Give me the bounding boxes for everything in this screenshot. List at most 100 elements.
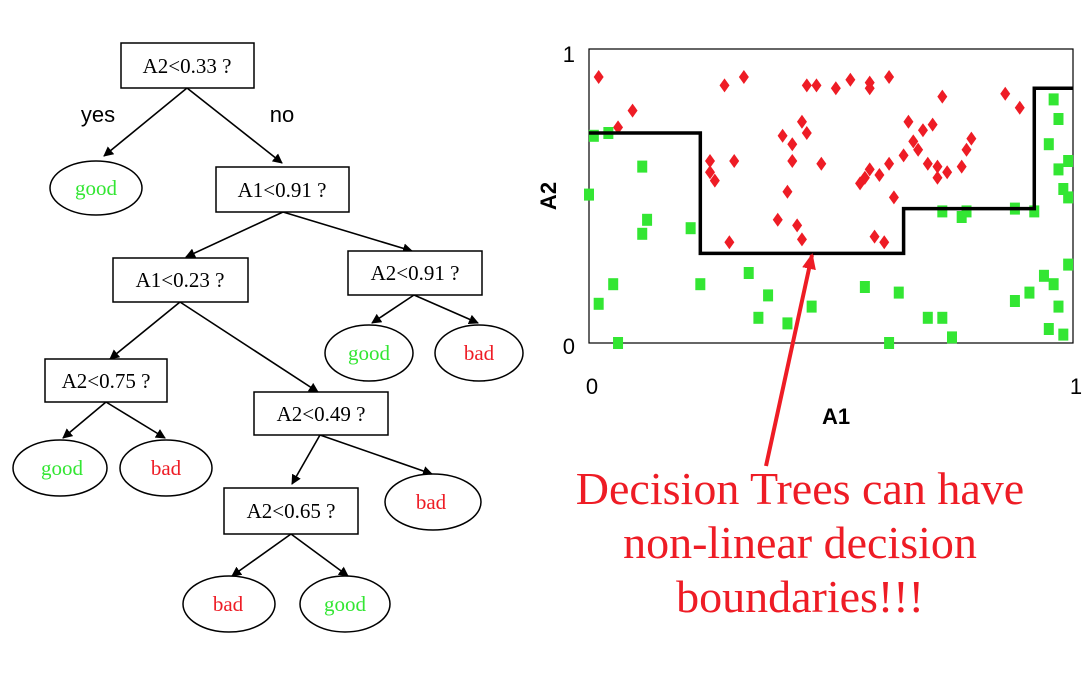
tree-node-root: A2<0.33 ? [120, 42, 255, 89]
bad-point [724, 235, 735, 250]
bad-point [627, 103, 638, 118]
leaf-label: good [348, 341, 391, 365]
decision-tree: yes no A2<0.33 ? A1<0.91 ? A1<0.23 ? A2<… [12, 42, 524, 633]
good-point [1048, 278, 1059, 291]
tree-node-label: A1<0.23 ? [136, 268, 225, 292]
bad-point [801, 126, 812, 140]
leaf-label: bad [213, 592, 244, 616]
bad-point [593, 70, 604, 84]
bad-point [913, 142, 924, 157]
edge-a2-065-leaf8 [290, 533, 349, 577]
bad-point [855, 176, 866, 191]
edge-a1-023-a2-049 [179, 301, 319, 393]
good-point [753, 311, 764, 324]
good-point [642, 213, 653, 226]
good-point [893, 286, 904, 299]
good-point [922, 311, 933, 324]
bad-point [884, 156, 895, 171]
leaf-label: bad [151, 456, 182, 480]
annotation-arrow [764, 253, 816, 467]
bad-point [864, 162, 875, 177]
bad-point [772, 212, 783, 227]
tree-node-a2-075: A2<0.75 ? [44, 358, 168, 403]
plot-frame [588, 48, 1074, 344]
edge-a1-023-a2-075 [109, 301, 181, 360]
bad-point [942, 165, 953, 180]
edge-a2-075-leaf4 [62, 401, 107, 439]
good-point [956, 211, 967, 223]
bad-point [917, 123, 928, 138]
bad-point [937, 89, 948, 104]
decision-boundary-line [589, 86, 1073, 256]
bad-point [787, 137, 798, 152]
bad-point [709, 173, 720, 188]
scatter-chart: 1 0 0 1 A1 A2 [536, 42, 1082, 429]
tree-node-a2-065: A2<0.65 ? [223, 487, 359, 535]
good-point [613, 337, 624, 349]
good-point [937, 205, 948, 218]
good-point [1043, 323, 1054, 335]
edge-label-no: no [270, 102, 294, 127]
tree-node-a1-091: A1<0.91 ? [215, 166, 350, 213]
good-series [584, 93, 1074, 349]
y-axis-label: A2 [536, 182, 561, 210]
good-point [884, 337, 895, 349]
leaf-label: good [41, 456, 84, 480]
edge-a2-065-leaf7 [231, 533, 292, 577]
good-point [743, 267, 754, 279]
good-point [593, 297, 604, 310]
bad-point [908, 134, 919, 149]
bad-point [796, 114, 807, 129]
bad-point [705, 165, 715, 180]
good-point [588, 129, 599, 142]
bad-point [613, 120, 624, 135]
tree-leaf-1: good [49, 160, 143, 216]
good-point [1009, 295, 1020, 307]
y-tick-label-top: 1 [563, 42, 575, 67]
leaf-label: good [75, 176, 118, 200]
bad-point [782, 184, 793, 199]
bad-point [864, 81, 875, 96]
good-point [1063, 191, 1074, 204]
bad-point [869, 229, 880, 244]
bad-point [879, 235, 890, 250]
tree-node-label: A1<0.91 ? [238, 178, 327, 202]
caption-text: Decision Trees can have non-linear decis… [520, 462, 1080, 624]
bad-point [1014, 100, 1025, 115]
bad-point [903, 114, 914, 129]
caption-line-1: Decision Trees can have [575, 463, 1025, 514]
good-point [763, 289, 774, 302]
edge-a1-091-a1-023 [185, 211, 284, 258]
bad-point [811, 78, 822, 93]
edge-a2-091-leaf2 [371, 294, 415, 324]
tree-node-label: A2<0.33 ? [143, 54, 232, 78]
good-point [1038, 269, 1049, 282]
good-point [1029, 205, 1040, 218]
good-point [782, 317, 793, 330]
bad-point [801, 78, 812, 93]
good-point [637, 160, 648, 173]
tree-node-label: A2<0.91 ? [371, 261, 460, 285]
bad-point [888, 190, 899, 205]
bad-point [816, 156, 827, 171]
bad-point [966, 131, 977, 146]
bad-point [729, 154, 740, 168]
good-point [806, 300, 817, 313]
tree-node-label: A2<0.75 ? [62, 369, 151, 393]
bad-point [961, 142, 972, 157]
tree-leaf-4: good [12, 439, 108, 497]
x-axis-label: A1 [822, 404, 850, 429]
leaf-label: good [324, 592, 367, 616]
bad-point [922, 156, 933, 171]
edge-a2-049-a2-065 [291, 434, 321, 485]
bad-point [898, 148, 909, 163]
leaf-label: bad [416, 490, 447, 514]
tree-leaf-3: bad [434, 324, 524, 382]
good-point [1053, 300, 1064, 313]
bad-point [787, 154, 798, 168]
tree-edges [62, 87, 479, 577]
bad-point [874, 168, 885, 182]
bad-point [845, 72, 856, 87]
good-point [1058, 183, 1069, 195]
